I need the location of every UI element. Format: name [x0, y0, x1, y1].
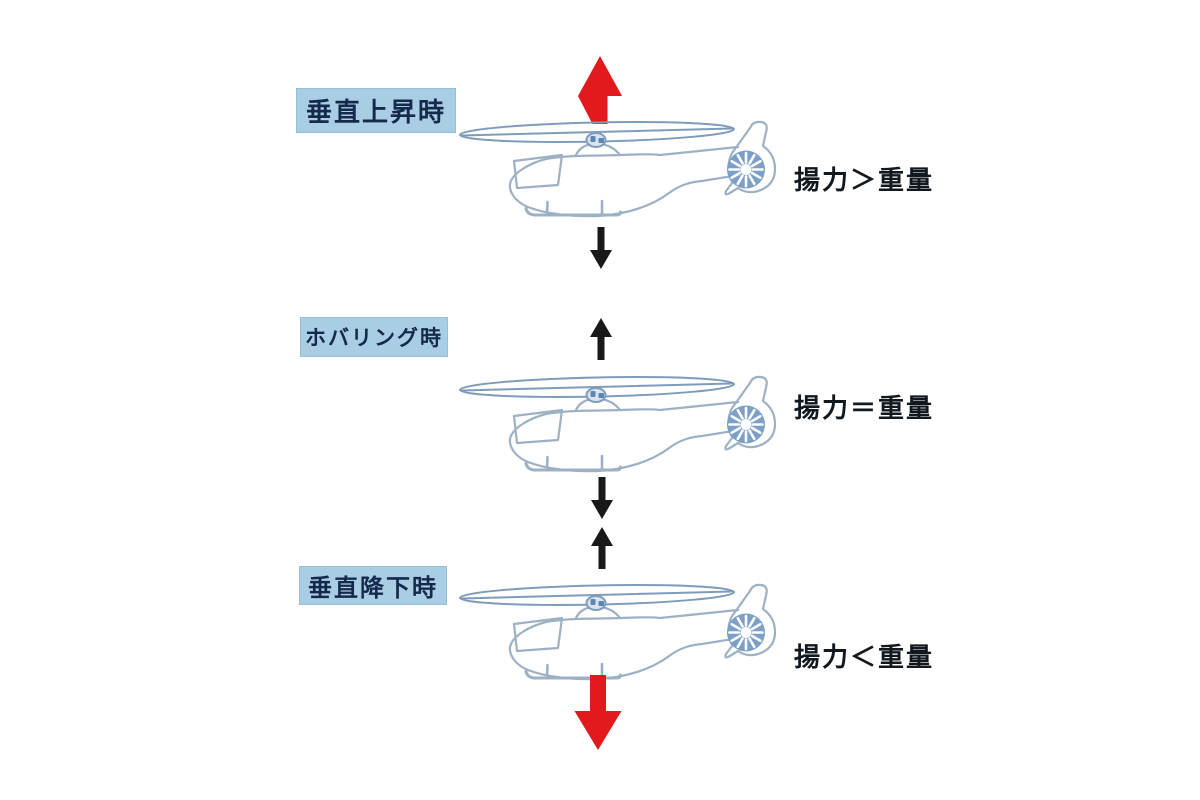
lift-arrow-large-up: [578, 56, 622, 124]
label-vertical-descent: 垂直降下時: [299, 566, 447, 605]
helicopter-climb: [458, 118, 777, 218]
equation-lift-greater-weight: 揚力＞重量: [794, 165, 935, 195]
weight-arrow-small-down: [591, 477, 613, 519]
lift-arrow-small-up: [591, 527, 613, 569]
equation-lift-less-weight: 揚力＜重量: [794, 642, 935, 672]
weight-arrow-small-down: [590, 227, 612, 269]
equation-lift-equals-weight: 揚力＝重量: [794, 393, 935, 423]
weight-arrow-large-down: [574, 675, 622, 750]
helicopter-hover: [458, 373, 777, 473]
label-hovering: ホバリング時: [300, 317, 448, 357]
helicopter-descent: [458, 581, 777, 681]
lift-arrow-small-up: [590, 318, 612, 360]
label-vertical-climb: 垂直上昇時: [296, 88, 456, 133]
